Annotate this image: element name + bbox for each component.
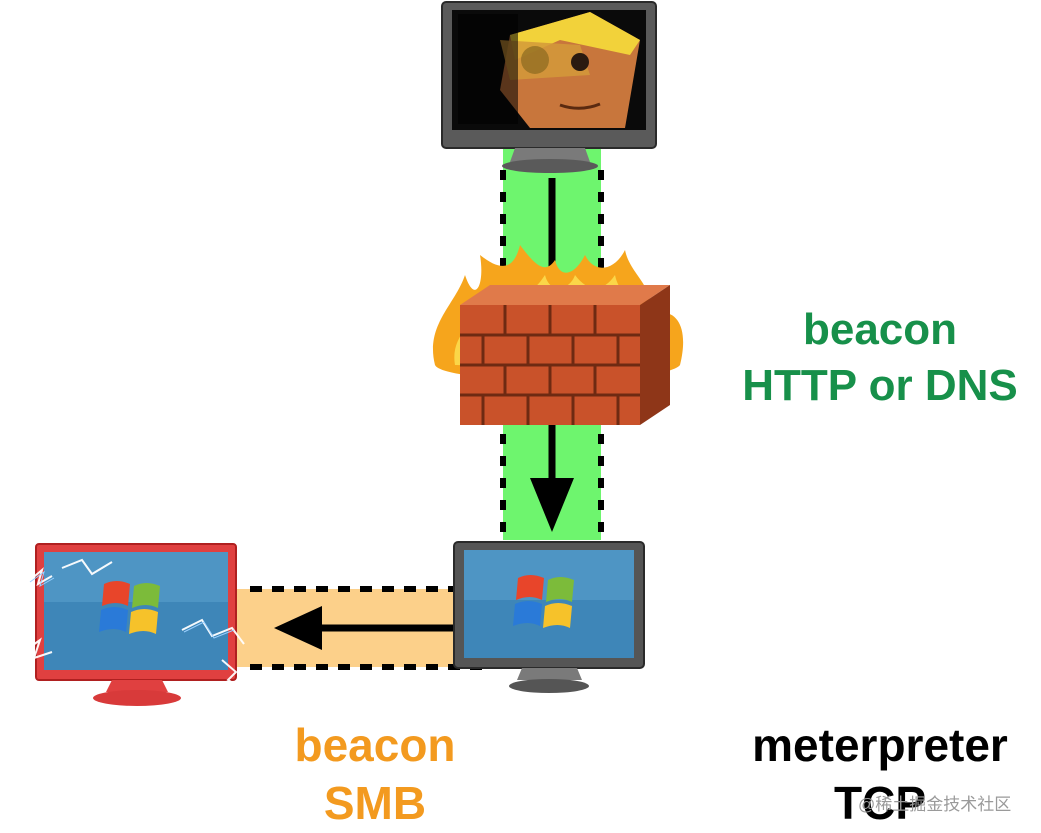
windows-monitor-icon <box>453 541 645 693</box>
watermark: @稀土掘金技术社区 <box>858 795 1012 814</box>
smb-label: beacon SMB <box>240 722 510 826</box>
smb-label-line1: beacon <box>294 719 456 771</box>
http-dns-label: beacon HTTP or DNS <box>720 308 1040 408</box>
http-dns-label-line1: beacon <box>802 305 958 354</box>
meterpreter-label-line1: meterpreter <box>752 719 1008 771</box>
arrow-down-head <box>530 478 574 532</box>
firewall-icon <box>432 245 684 425</box>
meterpreter-label-line2: TCP <box>834 777 926 829</box>
arrow-left-head <box>274 606 322 650</box>
attacker-monitor-icon <box>441 1 657 173</box>
infected-windows-monitor-icon <box>25 543 245 706</box>
meterpreter-label: meterpreter TCP <box>730 722 1030 826</box>
http-dns-label-line2: HTTP or DNS <box>742 361 1018 410</box>
smb-label-line2: SMB <box>323 777 427 829</box>
